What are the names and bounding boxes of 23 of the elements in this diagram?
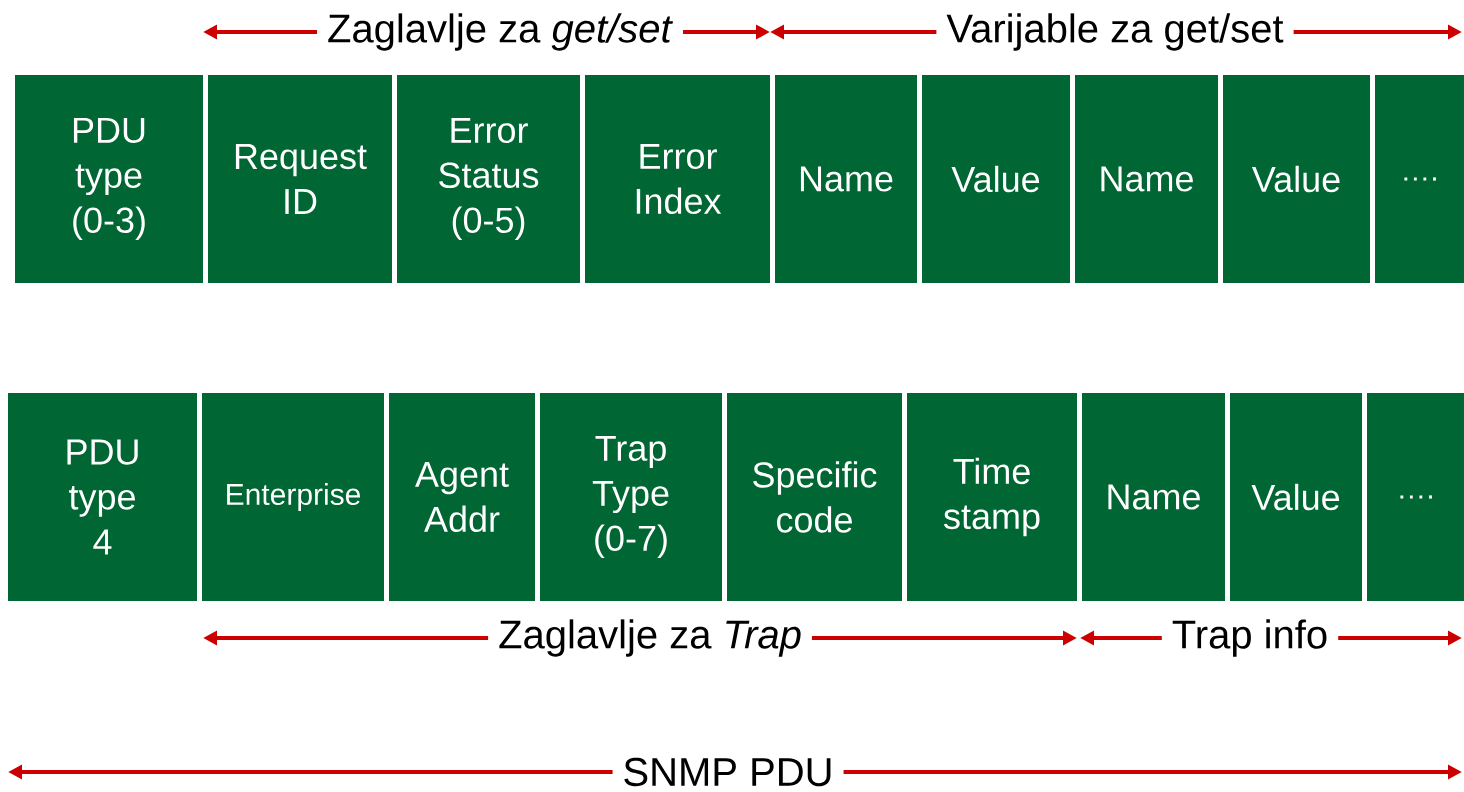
field-cell: Enterprise [202, 393, 384, 601]
field-cell: Name [1082, 393, 1225, 601]
field-cell: Time stamp [907, 393, 1077, 601]
field-cell: PDU type 4 [8, 393, 197, 601]
dimension-label: SNMP PDU [612, 747, 844, 792]
field-cell: Trap Type (0-7) [540, 393, 722, 601]
dimension-label: Trap info [1161, 609, 1339, 667]
dimension-label: Zaglavlje za get/set [317, 3, 683, 61]
dimension-label: Varijable za get/set [936, 3, 1294, 61]
field-cell: Agent Addr [389, 393, 535, 601]
field-cell: Request ID [208, 75, 392, 283]
field-cell: PDU type (0-3) [15, 75, 203, 283]
field-cell: Name [775, 75, 917, 283]
field-cell: Error Status (0-5) [397, 75, 580, 283]
field-cell: Specific code [727, 393, 902, 601]
field-cell: …. [1367, 393, 1464, 601]
dimension-label: Zaglavlje za Trap [488, 609, 812, 667]
field-cell: Value [1223, 75, 1370, 283]
field-cell: Name [1075, 75, 1218, 283]
field-cell: Value [1230, 393, 1362, 601]
field-cell: Error Index [585, 75, 770, 283]
field-cell: …. [1375, 75, 1464, 283]
field-cell: Value [922, 75, 1070, 283]
